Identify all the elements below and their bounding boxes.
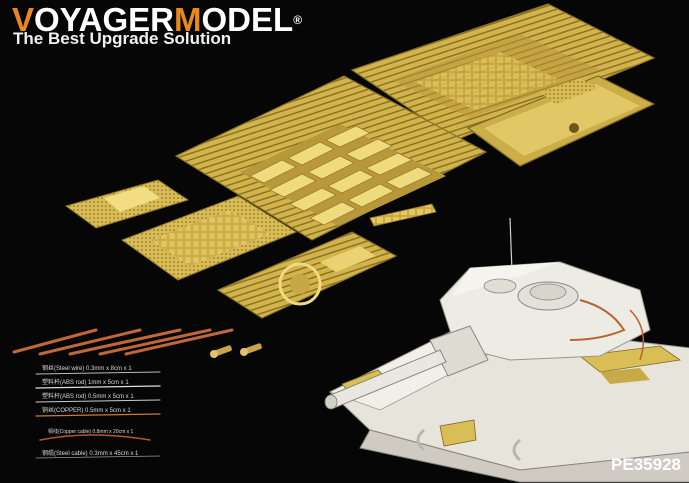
pe-fret-small-left bbox=[64, 179, 190, 229]
brand-logo: VOYAGERMODEL® bbox=[12, 0, 302, 40]
pe-fret-engine-deck bbox=[350, 3, 656, 141]
product-code: PE35928 bbox=[611, 455, 681, 474]
brass-pins bbox=[210, 343, 262, 358]
pe-fret-bottom bbox=[216, 231, 398, 319]
brand-tagline: The Best Upgrade Solution bbox=[13, 29, 232, 48]
pe-strip bbox=[369, 203, 437, 227]
antenna bbox=[509, 217, 513, 273]
pe-fret-main bbox=[174, 75, 488, 241]
brand-letter-v: V bbox=[12, 1, 35, 38]
brand-word-odel: ODEL bbox=[201, 1, 294, 38]
wire-samples bbox=[35, 371, 161, 459]
pe-fret-fenders bbox=[466, 75, 656, 167]
brand-letter-m: M bbox=[174, 1, 202, 38]
brand-word-oyager: OYAGER bbox=[34, 1, 175, 38]
pe-fret-mesh bbox=[120, 195, 298, 281]
tank-model bbox=[324, 261, 689, 483]
copper-rods bbox=[12, 328, 234, 356]
registered-mark: ® bbox=[293, 13, 303, 27]
